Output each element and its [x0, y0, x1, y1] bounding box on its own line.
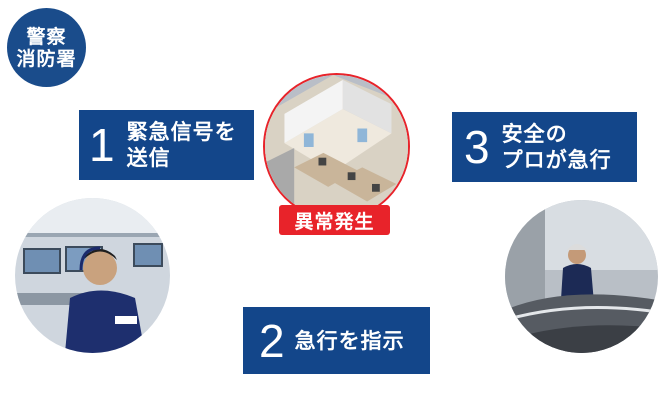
step-1-text-line2: 送信	[126, 146, 171, 170]
alert-label: 異常発生	[279, 205, 390, 235]
guard-photo	[505, 200, 658, 353]
step-3-number: 3	[464, 121, 490, 173]
operator-photo	[15, 198, 170, 353]
office-floorplan-photo	[263, 73, 410, 220]
police-fire-badge: 警察 消防署	[7, 8, 86, 87]
step-1-send-signal: 1 緊急信号を 送信	[79, 110, 254, 180]
step-3-text-line2: プロが急行	[501, 148, 612, 172]
step-1-text-line1: 緊急信号を	[126, 120, 237, 144]
step-2-instruct-dispatch: 2 急行を指示	[243, 307, 430, 374]
step-1-number: 1	[89, 119, 115, 171]
badge-line1: 警察	[26, 25, 67, 48]
step-2-number: 2	[259, 314, 285, 367]
step-2-text: 急行を指示	[294, 328, 405, 353]
step-3-text-line1: 安全の	[501, 122, 568, 146]
badge-line2: 消防署	[16, 47, 77, 70]
step-3-pros-dispatch: 3 安全の プロが急行	[452, 112, 637, 182]
